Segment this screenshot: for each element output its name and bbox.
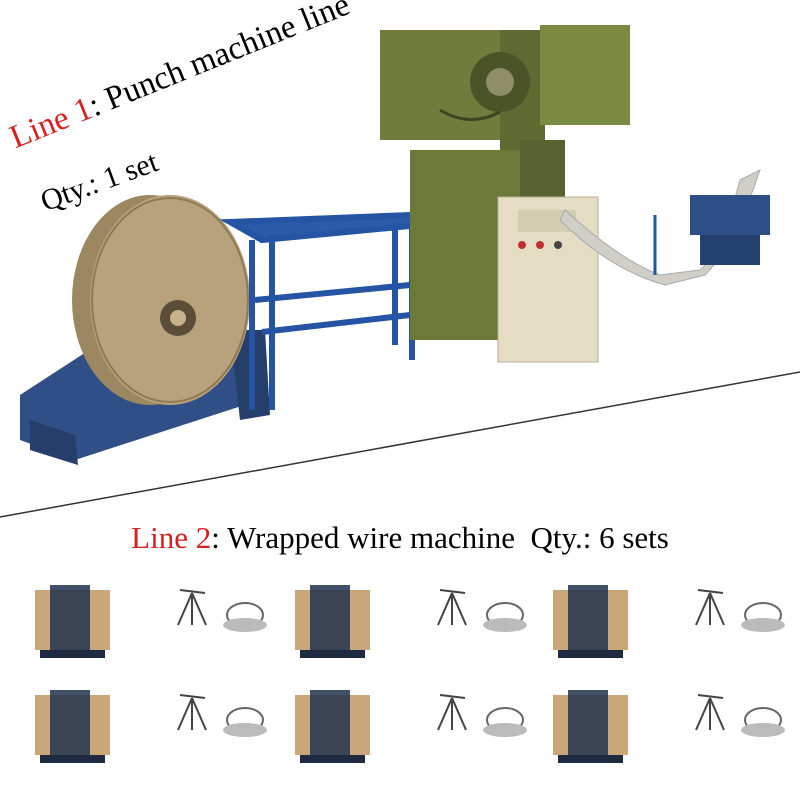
wrapping-unit [35,585,267,658]
wrapping-unit [35,690,267,763]
wrapping-unit [295,690,527,763]
line2-title: Line 2: Wrapped wire machine Qty.: 6 set… [0,520,800,556]
line2-label: Line 2 [131,520,212,555]
section-divider [0,371,800,518]
strip-decoiler [559,169,770,286]
control-cabinet [497,196,599,363]
wrapping-unit [553,585,785,658]
wrapping-unit [553,690,785,763]
line2-title-text: : Wrapped wire machine Qty.: 6 sets [211,520,669,555]
wrapping-unit [295,585,527,658]
steel-coil [72,195,250,405]
